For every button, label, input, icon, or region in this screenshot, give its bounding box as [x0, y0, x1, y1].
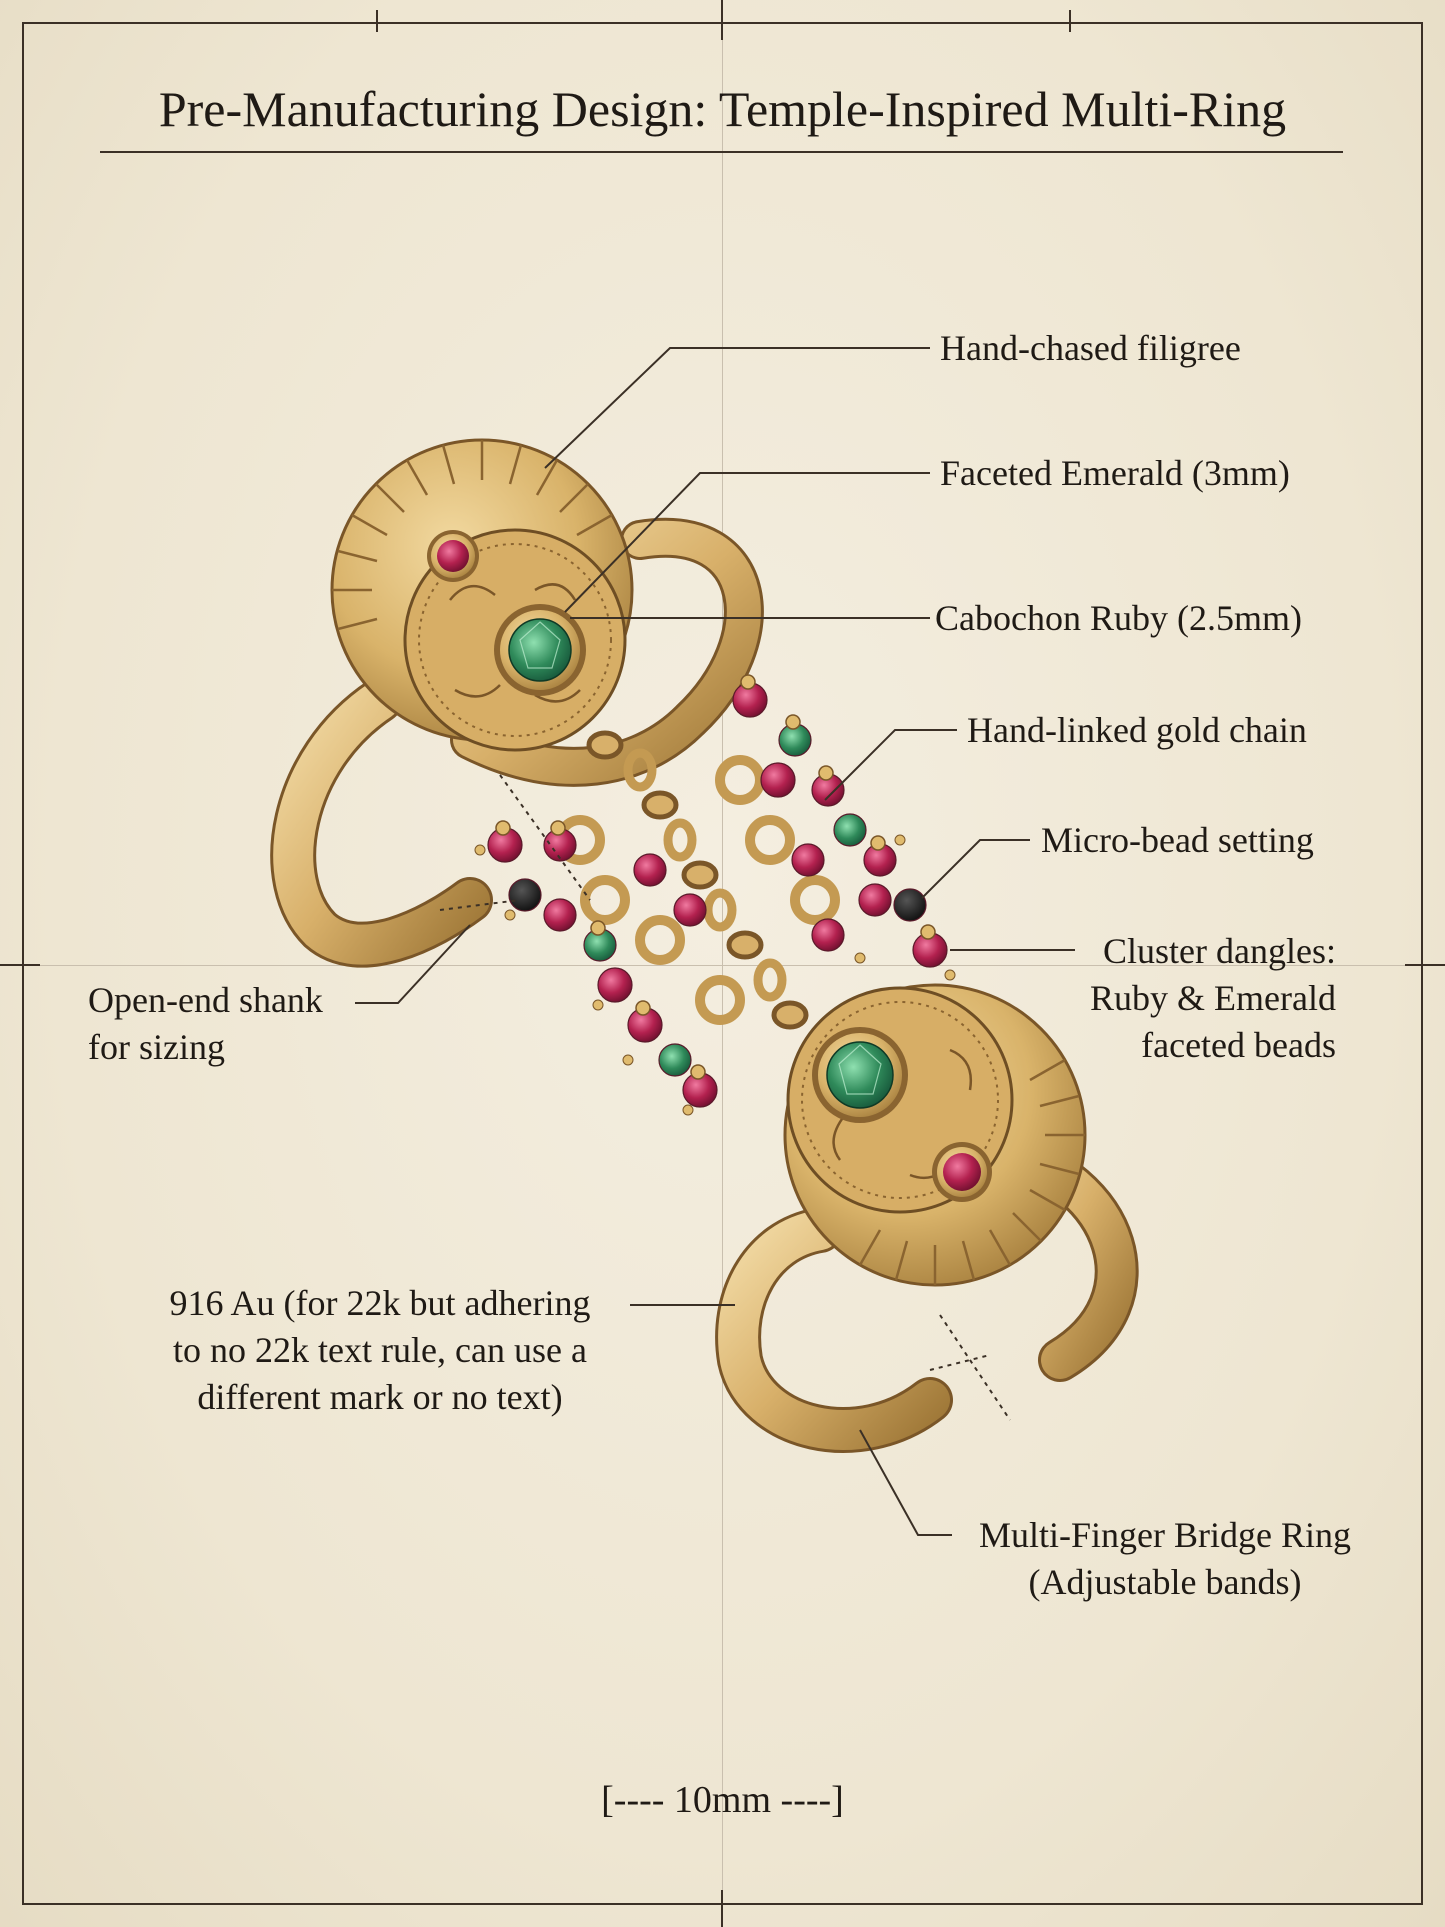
callout-text: Hand-chased filigree	[940, 328, 1241, 368]
callout-leader-lines	[355, 347, 1075, 1536]
callout-text-line-3: faceted beads	[1141, 1025, 1336, 1065]
callout-text-line-2: Ruby & Emerald	[1090, 978, 1336, 1018]
callout-open-end-shank: Open-end shank for sizing	[88, 977, 323, 1071]
callout-text-line-2: for sizing	[88, 1027, 225, 1067]
callout-multi-finger-bridge-ring: Multi-Finger Bridge Ring (Adjustable ban…	[960, 1512, 1370, 1606]
vertical-guide-line	[722, 24, 723, 1904]
lower-ring-head	[783, 983, 1087, 1287]
title-underline	[100, 151, 1343, 153]
upper-ring-band	[270, 517, 764, 968]
frame-tick-top-right	[1069, 10, 1071, 32]
frame-tick-left-middle	[0, 964, 40, 966]
frame-tick-right-middle	[1405, 964, 1445, 966]
callout-cluster-dangles: Cluster dangles: Ruby & Emerald faceted …	[1060, 928, 1336, 1069]
callout-text-line-1: 916 Au (for 22k but adhering	[169, 1283, 591, 1323]
callout-hand-linked-chain: Hand-linked gold chain	[967, 707, 1307, 754]
sizing-guide-lines	[439, 774, 1011, 1421]
callout-text-line-1: Cluster dangles:	[1103, 931, 1336, 971]
callout-text-line-3: different mark or no text)	[197, 1377, 563, 1417]
callout-916-au: 916 Au (for 22k but adhering to no 22k t…	[140, 1280, 620, 1421]
callout-text-line-2: to no 22k text rule, can use a	[173, 1330, 587, 1370]
callout-text-line-1: Multi-Finger Bridge Ring	[979, 1515, 1351, 1555]
callout-text: Cabochon Ruby (2.5mm)	[935, 598, 1302, 638]
upper-ring-head	[330, 438, 634, 752]
callout-faceted-emerald: Faceted Emerald (3mm)	[940, 450, 1290, 497]
callout-cabochon-ruby: Cabochon Ruby (2.5mm)	[935, 595, 1302, 642]
callout-text-line-2: (Adjustable bands)	[1028, 1562, 1302, 1602]
gold-chain-and-dangles	[555, 730, 840, 1030]
horizontal-guide-line	[24, 965, 1421, 966]
callout-text: Faceted Emerald (3mm)	[940, 453, 1290, 493]
bead-clusters	[474, 674, 956, 1116]
callout-hand-chased-filigree: Hand-chased filigree	[940, 325, 1241, 372]
callout-text: Hand-linked gold chain	[967, 710, 1307, 750]
page-title: Pre-Manufacturing Design: Temple-Inspire…	[158, 81, 1287, 137]
frame-tick-top-left	[376, 10, 378, 32]
callout-micro-bead-setting: Micro-bead setting	[1041, 817, 1314, 864]
frame-tick-top-center	[721, 0, 723, 40]
callout-text: Micro-bead setting	[1041, 820, 1314, 860]
callout-text-line-1: Open-end shank	[88, 980, 323, 1020]
frame-tick-bottom-center	[721, 1890, 723, 1927]
scale-bar: [---- 10mm ----]	[601, 1779, 844, 1821]
